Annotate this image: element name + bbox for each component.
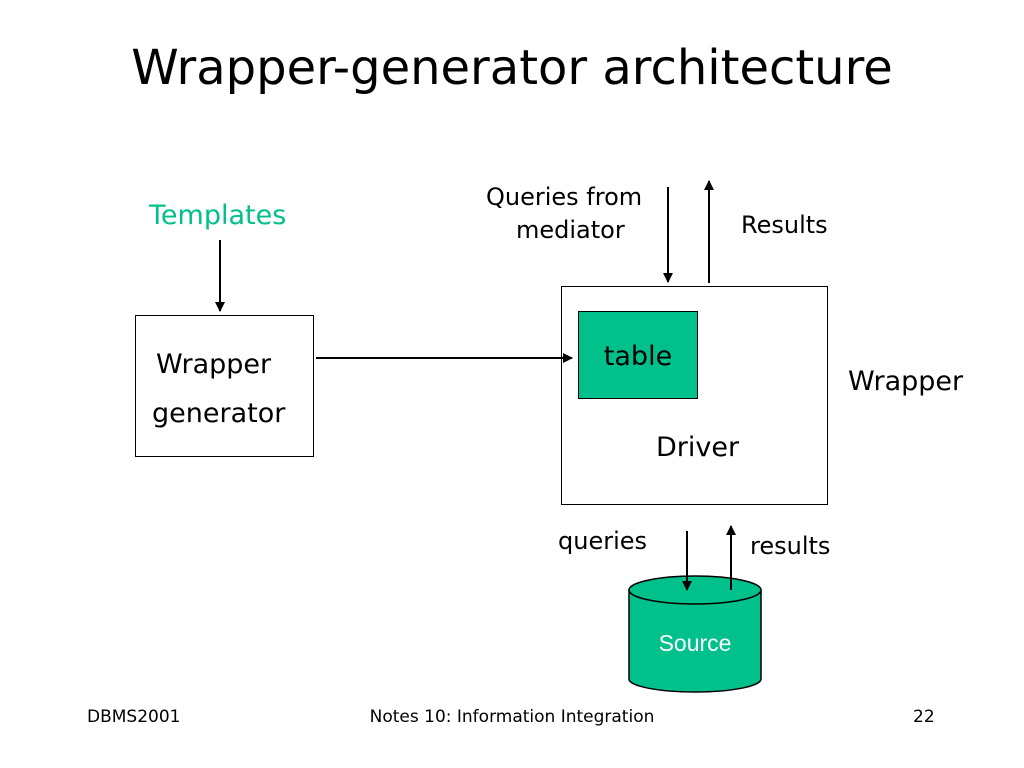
templates-label: Templates bbox=[149, 200, 287, 231]
results-upper-label: Results bbox=[741, 211, 828, 239]
footer-left: DBMS2001 bbox=[87, 707, 181, 727]
wrapper-generator-label-line2: generator bbox=[152, 398, 286, 429]
wrapper-label: Wrapper bbox=[848, 366, 964, 397]
wrapper-generator-box bbox=[135, 315, 314, 457]
page-number: 22 bbox=[913, 707, 935, 727]
source-label: Source bbox=[658, 630, 732, 656]
slide-title: Wrapper-generator architecture bbox=[131, 40, 893, 96]
driver-label: Driver bbox=[656, 432, 740, 463]
results-lower-label: results bbox=[750, 532, 831, 560]
table-box bbox=[578, 311, 698, 399]
queries-from-mediator-line1: Queries from bbox=[486, 183, 643, 211]
queries-from-mediator-line2: mediator bbox=[516, 216, 625, 244]
footer-center: Notes 10: Information Integration bbox=[369, 707, 655, 727]
wrapper-generator-label-line1: Wrapper bbox=[156, 349, 272, 380]
table-label: table bbox=[603, 341, 673, 372]
queries-lower-label: queries bbox=[558, 527, 648, 555]
